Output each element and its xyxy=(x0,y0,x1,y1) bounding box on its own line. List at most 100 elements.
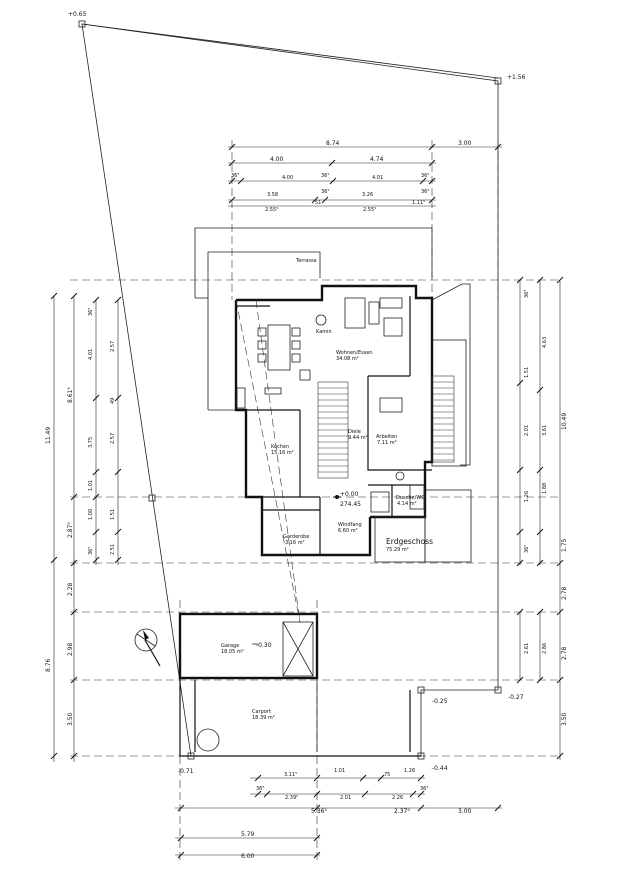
dim-label: 4.00 xyxy=(270,156,284,163)
dim-label: 1.01 xyxy=(88,480,94,491)
tree-symbol xyxy=(196,728,220,752)
dim-label: 36⁵ xyxy=(421,173,429,179)
dim-label: 1.00 xyxy=(88,509,94,520)
room-label-carport: Carport xyxy=(252,709,271,715)
room-label-terrasse: Terrasse xyxy=(295,258,317,264)
dim-label: 2.55⁵ xyxy=(363,207,376,213)
elevation-label: -0.71 xyxy=(178,768,194,775)
dim-label: 2.57 xyxy=(110,433,116,444)
dim-label: 8.76 xyxy=(45,658,52,672)
dim-label: 4.63 xyxy=(542,337,548,348)
top-dimensions: 8.74 3.00 4.00 4.74 36⁵ 4.00 36⁵ 4.01 36… xyxy=(228,140,502,213)
dim-label: 1.75 xyxy=(561,538,568,552)
dim-label: 6.00 xyxy=(241,853,255,860)
desk xyxy=(379,397,403,413)
dim-label: 2.28 xyxy=(67,582,74,596)
elevation-label: 274.45 xyxy=(340,501,361,508)
dim-label: 2.51 xyxy=(110,544,116,555)
dim-label: 36⁵ xyxy=(524,545,530,553)
elevation-label: -0.25 xyxy=(432,698,448,705)
property-boundary xyxy=(78,20,502,760)
dim-label: 2.61 xyxy=(524,643,530,654)
room-area-diele: 9.44 m² xyxy=(348,435,368,441)
dim-label: 1.26 xyxy=(404,768,415,774)
room-area-erdgeschoss: 75.29 m² xyxy=(386,547,409,553)
corner-marker xyxy=(494,686,502,694)
dim-label: 2.55⁵ xyxy=(265,207,278,213)
dim-label: 5.79 xyxy=(241,831,255,838)
dim-label: 8.61⁵ xyxy=(67,387,74,403)
fireplace-icon xyxy=(315,314,327,326)
dim-label: 36⁵ xyxy=(321,173,329,179)
elevation-label: +1.56 xyxy=(507,74,526,81)
dim-label: 3.58 xyxy=(267,192,278,198)
garage-carport: Garage 18.05 m² -0.30 Carport 18.39 m² xyxy=(178,299,421,757)
dim-label: 36⁵ xyxy=(256,786,264,792)
dim-label: 51 xyxy=(315,200,321,206)
dim-label: 3.11⁵ xyxy=(284,772,297,778)
dim-label: 2.98 xyxy=(67,642,74,656)
dim-label: 3.50 xyxy=(67,712,74,726)
right-dimensions: 10.49 2.78 2.78 3.50 1.75 36⁵ 1.51 4.63 … xyxy=(516,276,568,760)
room-label-arbeiten: Arbeiten xyxy=(376,434,397,440)
room-area-garage: 18.05 m² xyxy=(221,649,244,655)
dim-label: 10.49 xyxy=(561,413,568,430)
elevation-label: -0.30 xyxy=(256,642,272,649)
room-area-wohnen: 34.08 m² xyxy=(336,356,359,362)
dim-label: 36⁵ xyxy=(88,547,94,555)
dim-label: 1.01 xyxy=(334,768,345,774)
corner-marker xyxy=(417,686,425,694)
dim-label: 2.87⁵ xyxy=(67,522,74,538)
dim-label: 36⁵ xyxy=(421,189,429,195)
dim-label: 2.01 xyxy=(340,795,351,801)
entrance-canopy xyxy=(374,489,472,563)
dim-label: 4.00 xyxy=(282,175,293,181)
dim-label: 4.74 xyxy=(370,156,384,163)
room-area-dusche: 4.14 m² xyxy=(397,501,417,507)
elevation-label: -0.27 xyxy=(508,694,524,701)
dim-label: 11.49 xyxy=(45,427,52,444)
sofa xyxy=(344,297,366,329)
dining-table xyxy=(267,324,291,371)
dim-label: 3.00 xyxy=(458,140,472,147)
dim-label: 1.51 xyxy=(110,509,116,520)
dim-label: 2.39⁵ xyxy=(285,795,298,801)
dim-label: 36⁵ xyxy=(88,308,94,316)
room-area-windfang: 6.60 m² xyxy=(338,528,358,534)
room-area-arbeiten: 7.11 m² xyxy=(377,440,397,446)
extension-lines xyxy=(70,140,560,860)
corner-marker xyxy=(78,20,86,28)
furniture: Kamin xyxy=(236,297,425,513)
room-label-diele: Diele xyxy=(348,429,361,435)
north-arrow-icon xyxy=(134,628,161,667)
room-area-garderobe: 3.16 m² xyxy=(285,540,305,546)
staircase xyxy=(317,375,455,479)
garage-walls xyxy=(178,612,319,680)
bottom-dimensions: 3.11⁵ 1.01 75 1.26 36⁵ 2.39⁵ 2.01 2.26 3… xyxy=(175,768,502,860)
dim-label: 1.26 xyxy=(524,491,530,502)
room-area-kochen: 15.16 m² xyxy=(271,450,294,456)
room-label-erdgeschoss: Erdgeschoss xyxy=(386,537,433,546)
room-label-wohnen: Wohnen/Essen xyxy=(336,350,373,356)
dim-label: 3.61 xyxy=(542,425,548,436)
elevation-marker: +0.00 274.45 xyxy=(333,491,361,508)
room-label-dusche: Dusche/WC xyxy=(396,495,425,501)
dim-label: 75 xyxy=(384,772,390,778)
dim-label: 4.01 xyxy=(372,175,383,181)
elevation-label: +0.00 xyxy=(340,491,359,498)
corner-marker xyxy=(494,77,502,85)
room-area-carport: 18.39 m² xyxy=(252,715,275,721)
dim-label: 3.00 xyxy=(458,808,472,815)
dim-label: 1.11⁵ xyxy=(412,200,425,206)
elevation-label: +0.65 xyxy=(68,11,87,18)
room-label-kamin: Kamin xyxy=(316,329,332,335)
dim-label: 2.57 xyxy=(110,341,116,352)
elevation-label: -0.44 xyxy=(432,765,448,772)
dim-label: 36⁵ xyxy=(231,173,239,179)
dim-label: 3.26 xyxy=(362,192,373,198)
dim-label: 2.78 xyxy=(561,646,568,660)
room-label-windfang: Windfang xyxy=(338,522,362,528)
room-label-garage: Garage xyxy=(221,643,239,649)
left-dimensions: 11.49 8.61⁵ 2.87⁵ 2.28 8.76 2.98 3.50 36… xyxy=(45,292,122,762)
